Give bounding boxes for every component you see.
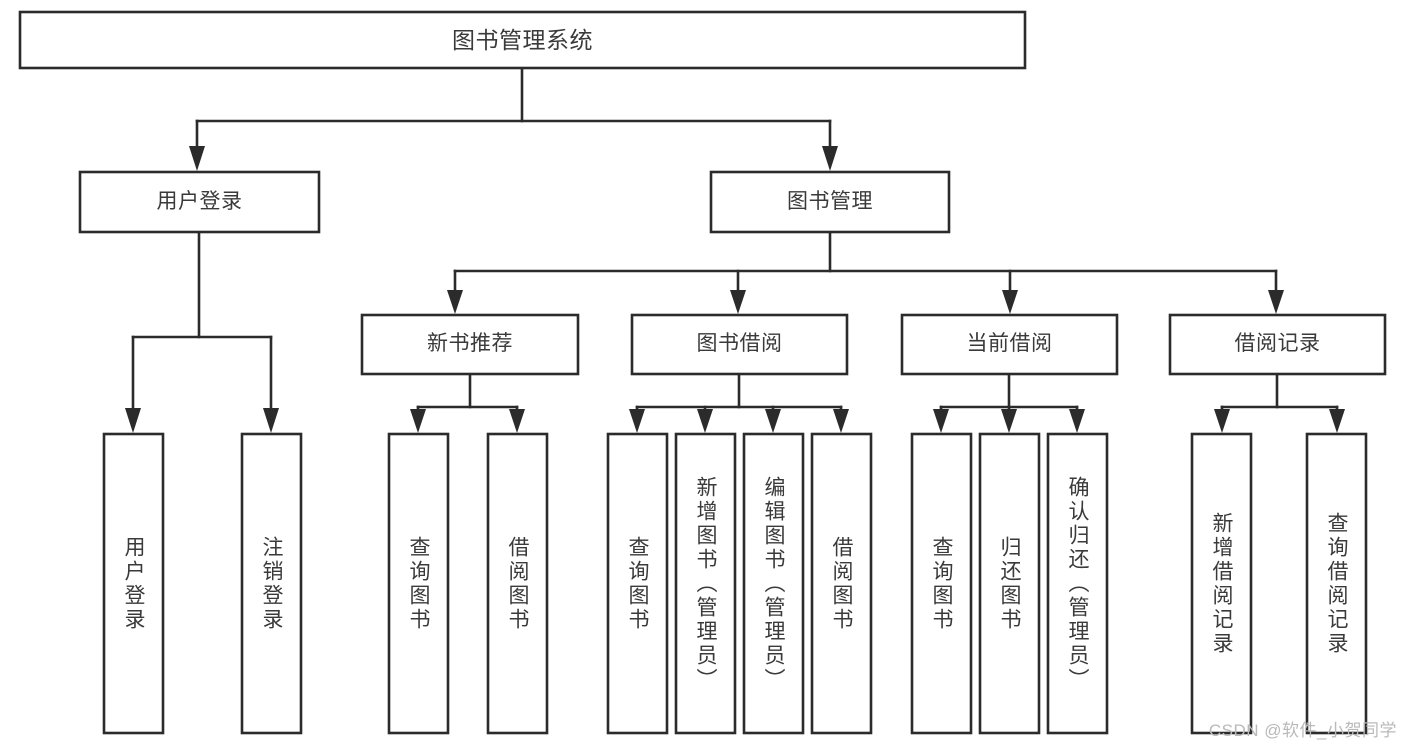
- arrowhead-current-borrow: [1002, 290, 1018, 314]
- arrowhead-cb-confirm: [1069, 409, 1085, 433]
- node-box-user-login[interactable]: [78, 170, 321, 234]
- node-box-leaf-bb-edit[interactable]: [742, 432, 805, 735]
- edges-borrow-records-to-leaves: [1214, 373, 1345, 433]
- arrowhead-bb-edit: [765, 409, 781, 433]
- node-box-leaf-nb-query[interactable]: [387, 432, 450, 735]
- node-box-new-books[interactable]: [360, 313, 580, 376]
- node-box-leaf-br-query[interactable]: [1305, 432, 1368, 735]
- arrowhead-book-mgmt: [822, 146, 838, 171]
- arrowhead-borrow-records: [1268, 290, 1284, 314]
- arrowhead-nb-query: [410, 409, 426, 433]
- node-box-leaf-cb-return[interactable]: [978, 432, 1041, 735]
- node-box-leaf-logout[interactable]: [240, 432, 303, 735]
- arrowhead-bb-query: [629, 409, 645, 433]
- node-box-leaf-bb-query[interactable]: [606, 432, 669, 735]
- node-box-borrow-records[interactable]: [1168, 313, 1387, 376]
- node-box-book-management[interactable]: [709, 170, 951, 234]
- edges-new-books-to-leaves: [410, 373, 525, 433]
- arrowhead-bb-borrow: [833, 409, 849, 433]
- node-box-leaf-br-add[interactable]: [1190, 432, 1253, 735]
- node-box-leaf-cb-query[interactable]: [910, 432, 973, 735]
- arrowhead-user-login: [189, 146, 205, 171]
- edges-current-borrow-to-leaves: [933, 373, 1085, 433]
- node-box-leaf-user-login[interactable]: [102, 432, 165, 735]
- arrowhead-new-books: [447, 290, 463, 314]
- arrowhead-br-query: [1329, 409, 1345, 433]
- edges-root-to-level2: [189, 66, 838, 171]
- node-box-leaf-bb-borrow[interactable]: [810, 432, 873, 735]
- arrowhead-cb-return: [1001, 409, 1017, 433]
- arrowhead-leaf-user-login: [125, 408, 141, 433]
- node-box-book-borrow[interactable]: [630, 313, 849, 376]
- node-box-root[interactable]: [18, 10, 1027, 70]
- edges-user-login-to-leaves: [125, 231, 279, 433]
- arrowhead-leaf-logout: [263, 408, 279, 433]
- node-box-current-borrow[interactable]: [900, 313, 1119, 376]
- arrowhead-cb-query: [933, 409, 949, 433]
- arrowhead-br-add: [1214, 409, 1230, 433]
- node-box-leaf-nb-borrow[interactable]: [486, 432, 549, 735]
- arrowhead-bb-add: [697, 409, 713, 433]
- node-box-leaf-cb-confirm[interactable]: [1046, 432, 1109, 735]
- node-box-leaf-bb-add[interactable]: [674, 432, 737, 735]
- edges-book-borrow-to-leaves: [629, 373, 849, 433]
- arrowhead-nb-borrow: [509, 409, 525, 433]
- edges-book-mgmt-to-level3: [447, 231, 1284, 314]
- arrowhead-book-borrow: [730, 290, 746, 314]
